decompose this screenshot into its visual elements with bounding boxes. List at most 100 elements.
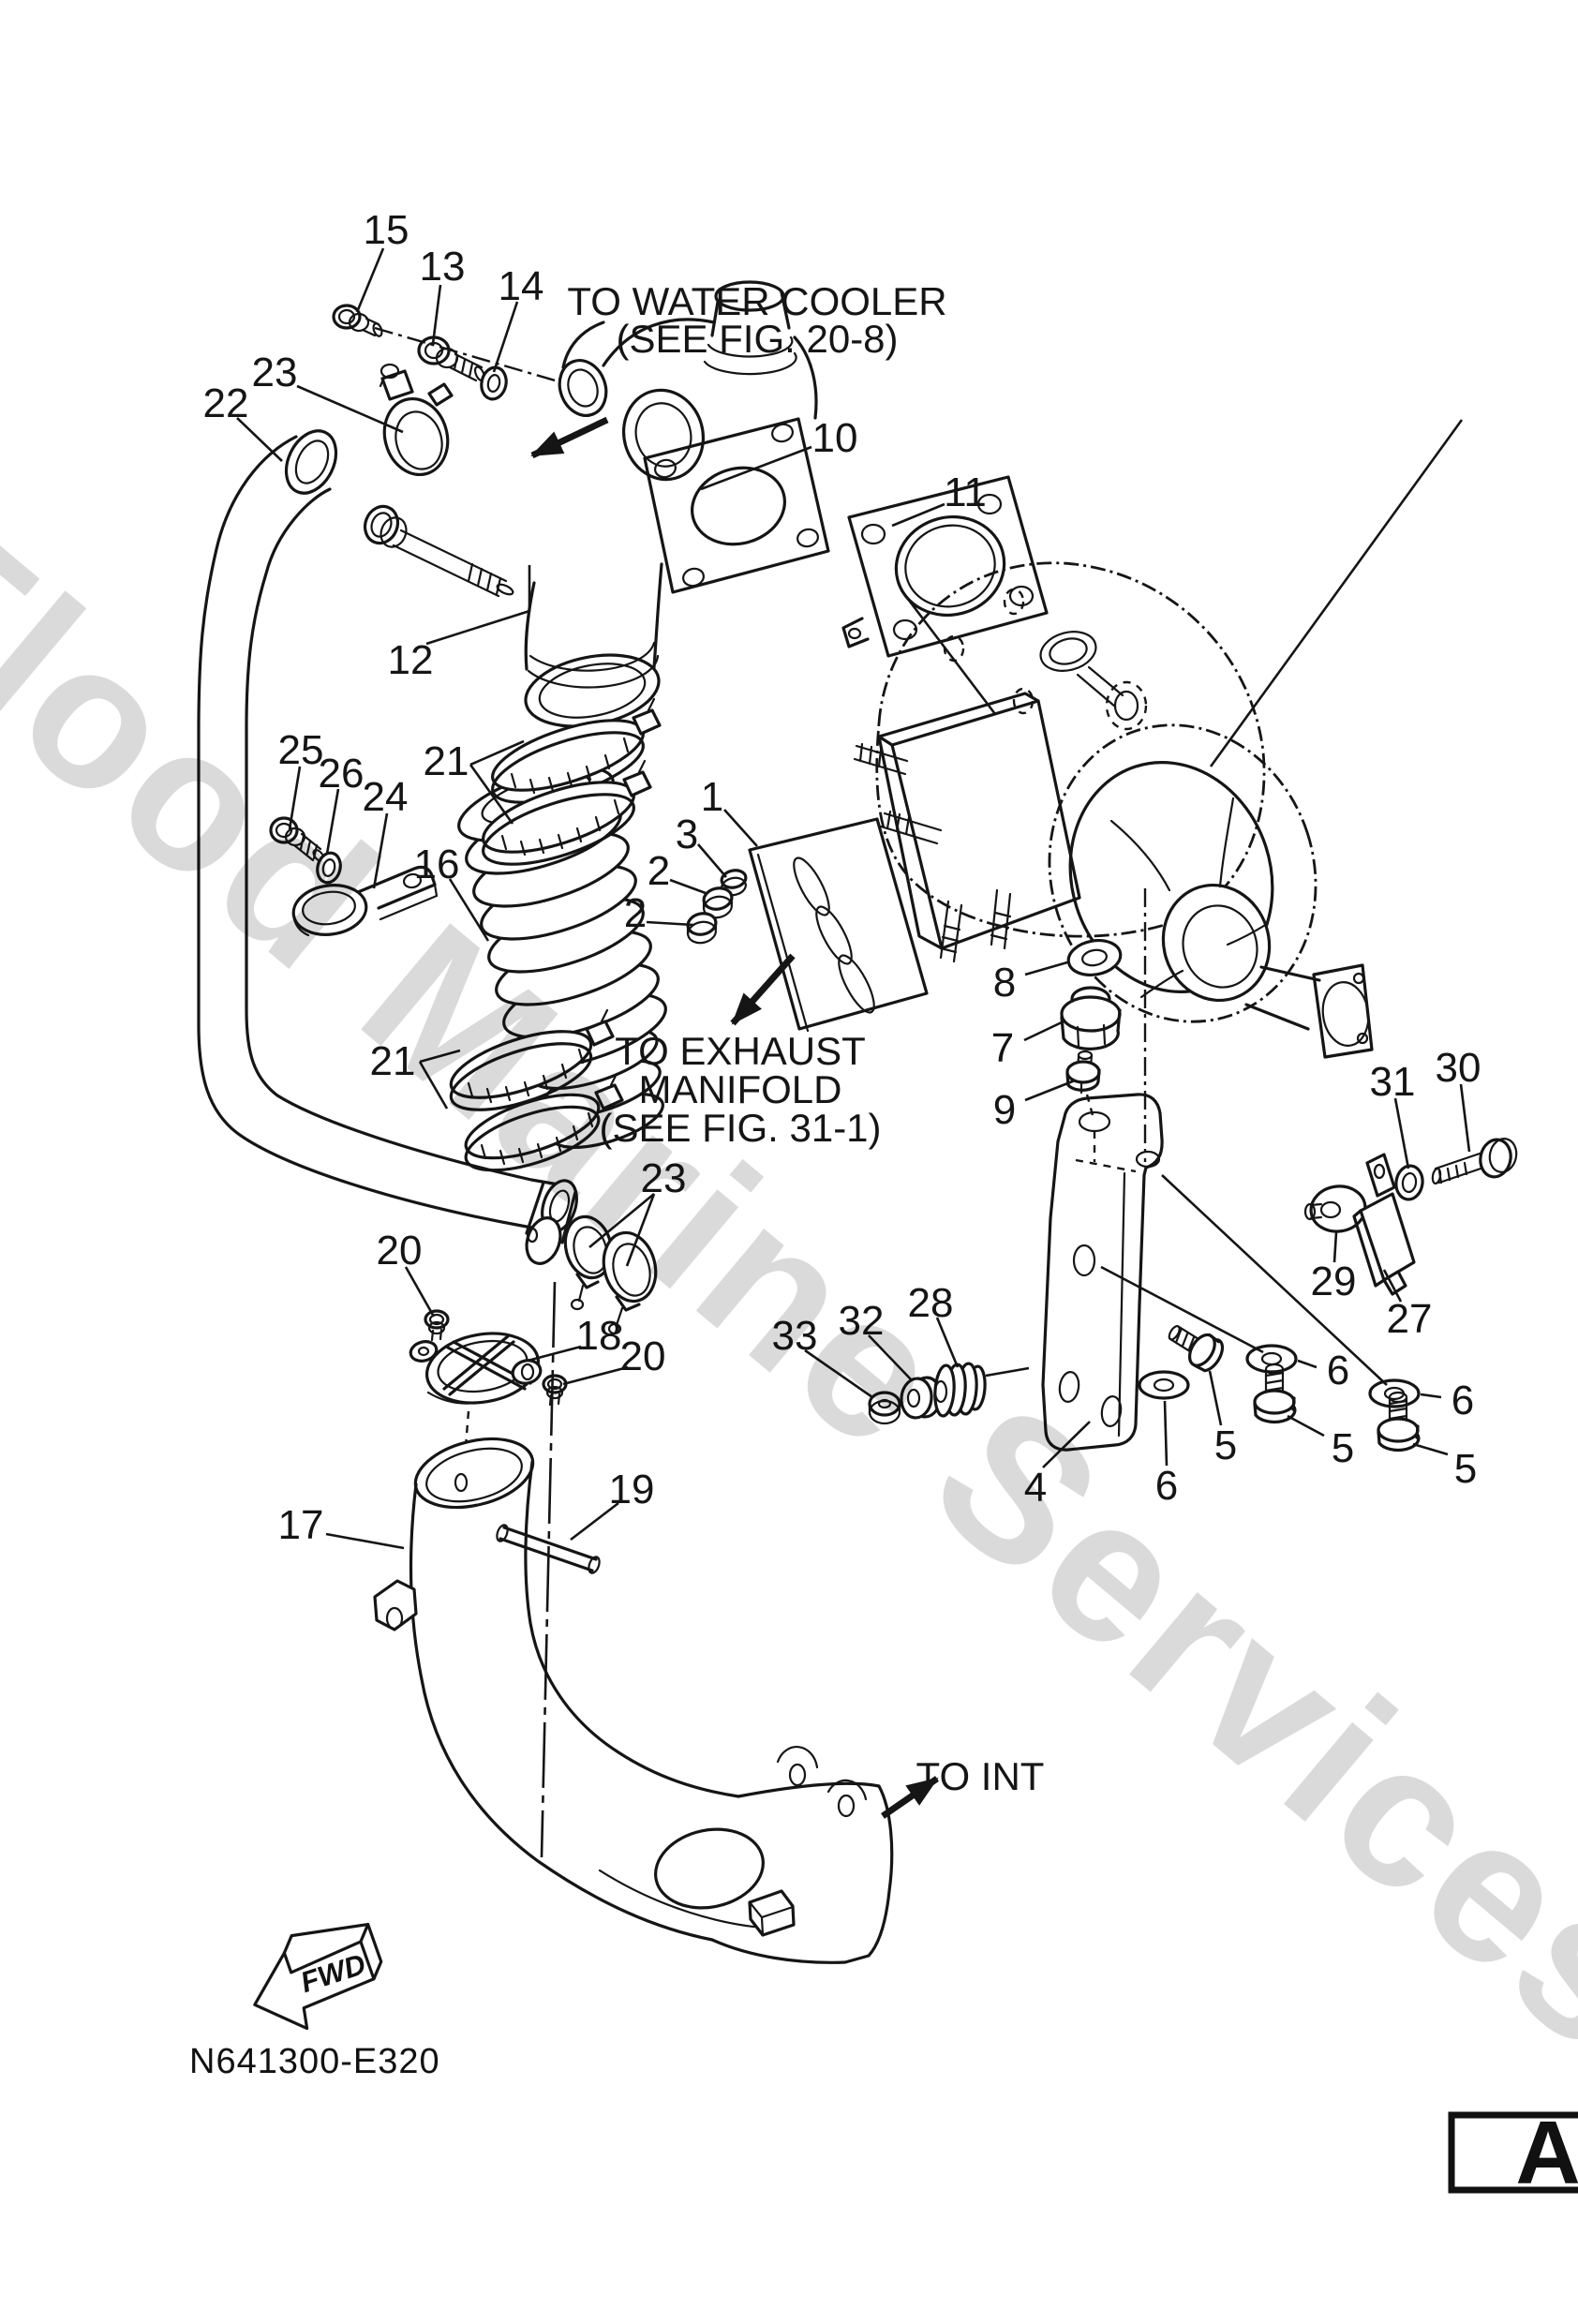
leader-line-11 [891, 502, 945, 528]
leader-line-29 [1332, 1231, 1338, 1263]
leader-line-27 [1382, 1269, 1403, 1303]
context-lines [900, 589, 1388, 1386]
callout-32: 32 [839, 1298, 885, 1344]
leader-line-32 [868, 1334, 913, 1381]
leader-line-17 [325, 1532, 405, 1550]
leader-line-21 [418, 1061, 449, 1110]
leader-line-21 [419, 1049, 461, 1064]
leader-line-23 [296, 384, 404, 434]
part-nut-2a [702, 886, 734, 919]
leader-line-20 [404, 1266, 436, 1318]
callout-15: 15 [364, 207, 409, 253]
part-hose-22 [197, 429, 578, 1233]
leader-line-28 [935, 1317, 960, 1368]
note-labels: TO WATER COOLER(SEE FIG. 20-8)TO EXHAUST… [567, 279, 1044, 1798]
leader-line-25 [288, 766, 302, 830]
callout-2: 2 [648, 848, 670, 894]
callout-19: 19 [609, 1467, 655, 1512]
note-to-water-cooler-line-0: TO WATER COOLER [567, 279, 946, 323]
part-hose-clamp-23-lower-b [602, 1230, 658, 1335]
part-bolt-5b [1253, 1363, 1297, 1424]
to-int-arrow [881, 1776, 939, 1819]
leader-line-6 [1163, 1400, 1169, 1467]
callout-30: 30 [1436, 1045, 1481, 1091]
callout-22: 22 [203, 380, 249, 426]
part-bolt-5a [1168, 1325, 1225, 1373]
leader-line-30 [1459, 1083, 1471, 1153]
part-washer-32 [900, 1376, 943, 1420]
callout-5: 5 [1332, 1425, 1354, 1471]
page-letter-plate: A [1448, 2103, 1578, 2203]
leader-line-3 [697, 843, 727, 878]
leader-line-24 [372, 812, 389, 889]
callout-20: 20 [620, 1333, 666, 1379]
part-shield-plate-1 [748, 817, 929, 1033]
callout-28: 28 [908, 1280, 954, 1326]
part-washer-26 [316, 851, 342, 885]
callout-21: 21 [424, 738, 469, 784]
callout-1: 1 [701, 774, 723, 820]
part-bolt-25 [269, 816, 325, 863]
part-nut-2b [686, 912, 718, 945]
leader-line-18 [527, 1345, 582, 1363]
leader-line-22 [236, 417, 283, 462]
water-cooler-arrow [530, 416, 609, 459]
leader-line-2 [646, 920, 694, 927]
part-pin-19 [496, 1524, 601, 1574]
leader-line-19 [570, 1501, 619, 1542]
part-clamp-21-lower-b [464, 1072, 624, 1172]
callout-18: 18 [576, 1313, 622, 1359]
callout-9: 9 [993, 1087, 1016, 1133]
callout-2: 2 [624, 890, 647, 936]
callout-7: 7 [991, 1025, 1014, 1071]
leader-line-23 [625, 1193, 656, 1267]
part-damper-7 [1060, 986, 1122, 1050]
leader-line-6 [1420, 1393, 1442, 1399]
callout-6: 6 [1155, 1463, 1178, 1509]
part-nut-33 [868, 1391, 901, 1425]
part-bolt-30 [1431, 1138, 1518, 1185]
callout-3: 3 [676, 812, 698, 857]
part-clamp-21-upper-b [482, 759, 652, 866]
leader-line-5 [1208, 1370, 1223, 1426]
leader-line-10 [700, 445, 812, 491]
leader-line-21 [469, 739, 525, 767]
leader-line-14 [492, 301, 519, 373]
callout-5: 5 [1454, 1446, 1477, 1492]
part-bolt-20b [542, 1374, 568, 1407]
part-anode-27 [1352, 1153, 1416, 1296]
exhaust-manifold-arrow [730, 953, 796, 1026]
part-bolt-12 [363, 504, 514, 598]
part-grommet-28 [933, 1362, 987, 1418]
leader-lines [236, 247, 1471, 1550]
note-to-exhaust-manifold-line-1: MANIFOLD [638, 1067, 841, 1111]
callout-31: 31 [1370, 1059, 1416, 1105]
part-bolt-15 [332, 304, 383, 337]
part-anode-cover-18 [409, 1332, 543, 1405]
leader-line-21 [469, 764, 514, 825]
leader-line-20 [562, 1365, 629, 1386]
leader-line-12 [425, 565, 531, 646]
leader-line-6 [1297, 1359, 1317, 1369]
leader-line-4 [1042, 1421, 1091, 1468]
part-pipe-stub [525, 1181, 577, 1265]
note-to-exhaust-manifold-line-2: (SEE FIG. 31-1) [599, 1106, 881, 1150]
part-hose-clamp-23-top [379, 363, 454, 477]
part-clamp-21-lower-a [449, 1008, 615, 1111]
leader-line-13 [431, 284, 442, 345]
leader-line-26 [325, 788, 340, 855]
callout-23: 23 [252, 350, 298, 395]
callout-24: 24 [363, 774, 409, 820]
part-grommet-8 [1066, 939, 1123, 976]
callout-14: 14 [499, 263, 544, 309]
callout-6: 6 [1451, 1378, 1474, 1423]
callout-23: 23 [641, 1155, 687, 1201]
leader-line-23 [588, 1192, 655, 1249]
callout-27: 27 [1387, 1296, 1433, 1342]
leader-line-1 [723, 809, 758, 847]
callout-26: 26 [319, 751, 365, 797]
fwd-label: FWD [296, 1947, 369, 1999]
page-letter: A [1515, 2103, 1578, 2203]
